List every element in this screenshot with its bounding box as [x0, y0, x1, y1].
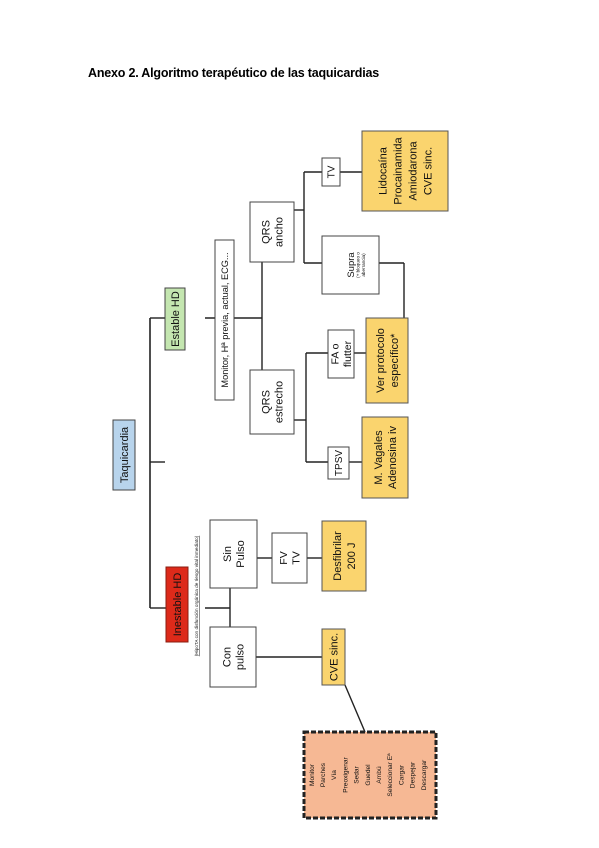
fv-tv-box-label: FVTV [278, 551, 303, 564]
tv-box: TV [321, 157, 341, 187]
fa-flutter-box: FA oflutter [327, 329, 355, 379]
qrs-estrecho-box-label: QRSestrecho [260, 381, 285, 423]
desfibrilar-box-shape [321, 520, 367, 592]
procedure-checklist: Monitor Parches Vía Preoxigenar Sedar Guedel A… [302, 730, 438, 820]
estable-hd-box-label: Estable HD [170, 291, 182, 347]
checklist-item: Cargar [398, 764, 405, 785]
inestable-note: (HipoTA con disfunción orgánica de riesg… [194, 535, 199, 656]
checklist-item: Ambú [376, 766, 383, 784]
tpsv-box: TPSV [327, 446, 350, 480]
fa-flutter-box-label: FA oflutter [329, 340, 354, 367]
page-title: Anexo 2. Algoritmo terapéutico de las ta… [88, 66, 380, 80]
qrs-ancho-box: QRSancho [249, 201, 295, 263]
root-box-taquicardia-label: Taquicardia [119, 426, 131, 483]
protocol-box-shape [365, 317, 409, 404]
estable-note-box: Monitor, Hª previa, actual, ECG... [214, 239, 235, 401]
qrs-estrecho-box-shape [249, 369, 295, 435]
cve-sinc-box-shape [321, 628, 346, 686]
root-box-taquicardia-shape [112, 419, 136, 491]
checklist-item: Parches [320, 762, 327, 787]
qrs-estrecho-box: QRSestrecho [249, 369, 295, 435]
tv-treatment-box-shape [361, 130, 449, 212]
connector [344, 684, 366, 733]
con-pulso-box-label: Conpulso [221, 644, 246, 670]
fv-tv-box: FVTV [271, 532, 308, 584]
fa-flutter-box-shape [327, 329, 355, 379]
estable-hd-box-shape [164, 287, 186, 351]
supra-box: Supra(+ bloqueo oaberrancia) [321, 235, 380, 295]
inestable-hd-box: Inestable HD [165, 566, 189, 643]
estable-note-box-shape [214, 239, 235, 401]
sin-pulso-box-shape [209, 519, 258, 589]
fv-tv-box-shape [271, 532, 308, 584]
sin-pulso-box: SinPulso [209, 519, 258, 589]
tv-box-shape [321, 157, 341, 187]
tpsv-box-shape [327, 446, 350, 480]
cve-sinc-box: CVE sinc. [321, 628, 346, 686]
inestable-hd-box-label: Inestable HD [172, 573, 184, 637]
cve-sinc-box-label: CVE sinc. [328, 633, 340, 681]
checklist-item: Sedar [354, 765, 361, 783]
checklist-item: Descargar [421, 759, 428, 790]
qrs-ancho-box-shape [249, 201, 295, 263]
sin-pulso-box-label: SinPulso [222, 540, 247, 568]
estable-hd-box: Estable HD [164, 287, 186, 351]
checklist-item: Despejar [410, 761, 417, 788]
con-pulso-box: Conpulso [209, 626, 257, 688]
checklist-item: Seleccionar Eª [387, 753, 394, 797]
supra-box-shape [321, 235, 380, 295]
tpsv-box-label: TPSV [334, 450, 345, 476]
estable-note-box-label: Monitor, Hª previa, actual, ECG... [220, 252, 230, 387]
checklist-item: Preoxigenar [342, 756, 349, 792]
procedure-checklist-shape [302, 730, 438, 820]
con-pulso-box-shape [209, 626, 257, 688]
supra-box-label: Supra [346, 252, 357, 278]
checklist-item: Vía [331, 770, 338, 780]
tv-box-label: TV [327, 165, 338, 178]
qrs-ancho-box-label: QRSancho [260, 217, 285, 247]
tpsv-treatment-box-shape [361, 416, 409, 499]
checklist-item: Monitor [309, 763, 316, 786]
root-box-taquicardia: Taquicardia [112, 419, 136, 491]
checklist-item: Guedel [365, 764, 372, 786]
inestable-hd-box-shape [165, 566, 189, 643]
supra-box-sublabel: (+ bloqueo oaberrancia) [356, 252, 367, 278]
